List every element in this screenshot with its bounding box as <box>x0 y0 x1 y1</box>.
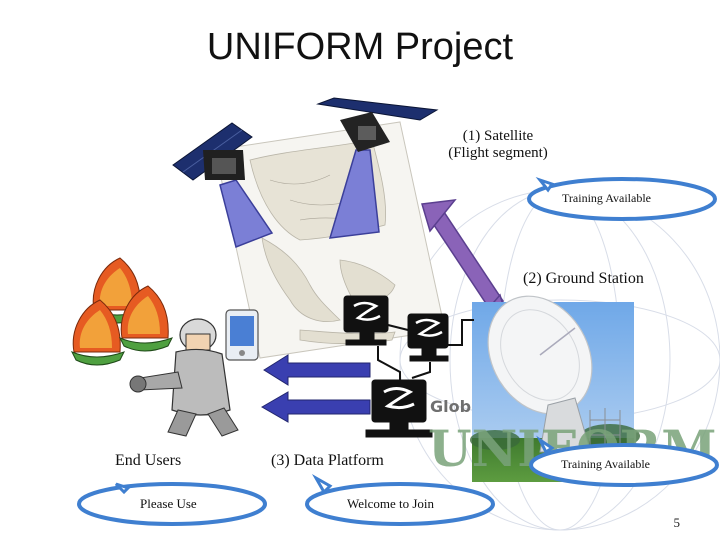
satellite-callout-text: Training Available <box>562 191 651 205</box>
data-platform-callout-text: Welcome to Join <box>347 496 435 511</box>
callout-ground-station <box>529 435 719 487</box>
satellite-right-icon <box>316 97 439 152</box>
satellite-label: (1) Satellite (Flight segment) <box>430 128 566 162</box>
callout-satellite <box>527 176 717 221</box>
data-platform-label: (3) Data Platform <box>271 452 384 469</box>
callout-data-platform <box>305 473 495 526</box>
end-users-callout-text: Please Use <box>140 496 197 511</box>
data-platform-computers-icon <box>343 295 474 438</box>
callout-end-users <box>77 482 267 526</box>
platform-users-arrows <box>260 354 371 423</box>
satellite-beam-right <box>328 149 380 239</box>
page-number: 5 <box>673 515 681 530</box>
satellite-beam-left <box>219 179 274 249</box>
ground-station-callout-text: Training Available <box>561 457 650 471</box>
end-users-label: End Users <box>115 452 182 469</box>
pda-device-icon <box>225 309 259 361</box>
firefighter-icon <box>129 318 239 437</box>
ground-station-label: (2) Ground Station <box>523 270 644 287</box>
satellite-label-line2: (Flight segment) <box>448 145 548 161</box>
wildfire-icon <box>70 257 174 366</box>
satellite-left-icon <box>172 122 253 181</box>
logo-text-top: Glob <box>430 397 471 416</box>
satellite-label-line1: (1) Satellite <box>462 128 534 144</box>
slide-title: UNIFORM Project <box>206 26 514 68</box>
